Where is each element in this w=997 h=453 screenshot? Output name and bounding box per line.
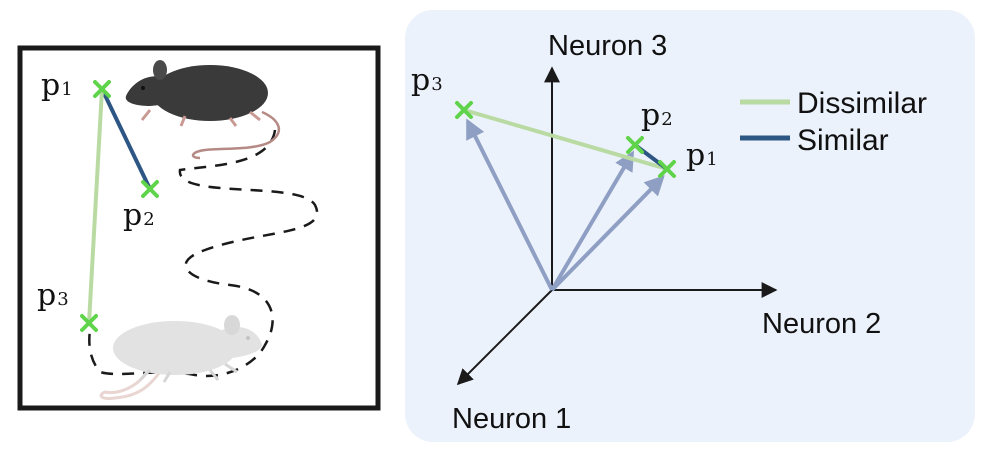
- vector-p3: [466, 118, 554, 291]
- vector-p2: [550, 150, 635, 292]
- right-panel-background: [405, 10, 975, 442]
- left-p1-marker-icon: [93, 80, 111, 98]
- left-p2-marker-icon: [141, 180, 159, 198]
- left-similar-line: [100, 88, 152, 190]
- left-p2-label: p2: [123, 198, 155, 233]
- left-panel: p1 p2 p3: [17, 45, 381, 411]
- dark-rat-image: [125, 60, 281, 160]
- neuron2-axis-label: Neuron 2: [762, 308, 881, 340]
- neuron3-axis-label: Neuron 3: [548, 30, 667, 62]
- right-panel: Neuron 3 Neuron 2 Neuron 1 p3 p2 p1: [405, 10, 975, 442]
- right-p1-marker-icon: [658, 160, 676, 178]
- left-p3-label: p3: [37, 278, 69, 313]
- right-dissimilar-line: [463, 108, 668, 171]
- legend-similar-label: Similar: [797, 124, 889, 157]
- left-p1-label: p1: [41, 68, 73, 103]
- legend-dissimilar-label: Dissimilar: [797, 87, 927, 120]
- neuron1-axis: [456, 289, 553, 386]
- right-p2-label: p2: [641, 98, 673, 133]
- right-p3-label: p3: [411, 63, 443, 98]
- light-rat-image: [99, 315, 262, 400]
- legend: Dissimilar Similar: [740, 87, 927, 157]
- vector-p1: [550, 175, 665, 292]
- right-p2-marker-icon: [626, 136, 644, 154]
- trajectory-path: [88, 129, 319, 378]
- left-p3-marker-icon: [80, 314, 98, 332]
- left-dissimilar-line: [87, 88, 104, 324]
- right-p1-label: p1: [686, 138, 718, 173]
- neuron1-axis-label: Neuron 1: [452, 403, 571, 435]
- right-p3-marker-icon: [455, 101, 473, 119]
